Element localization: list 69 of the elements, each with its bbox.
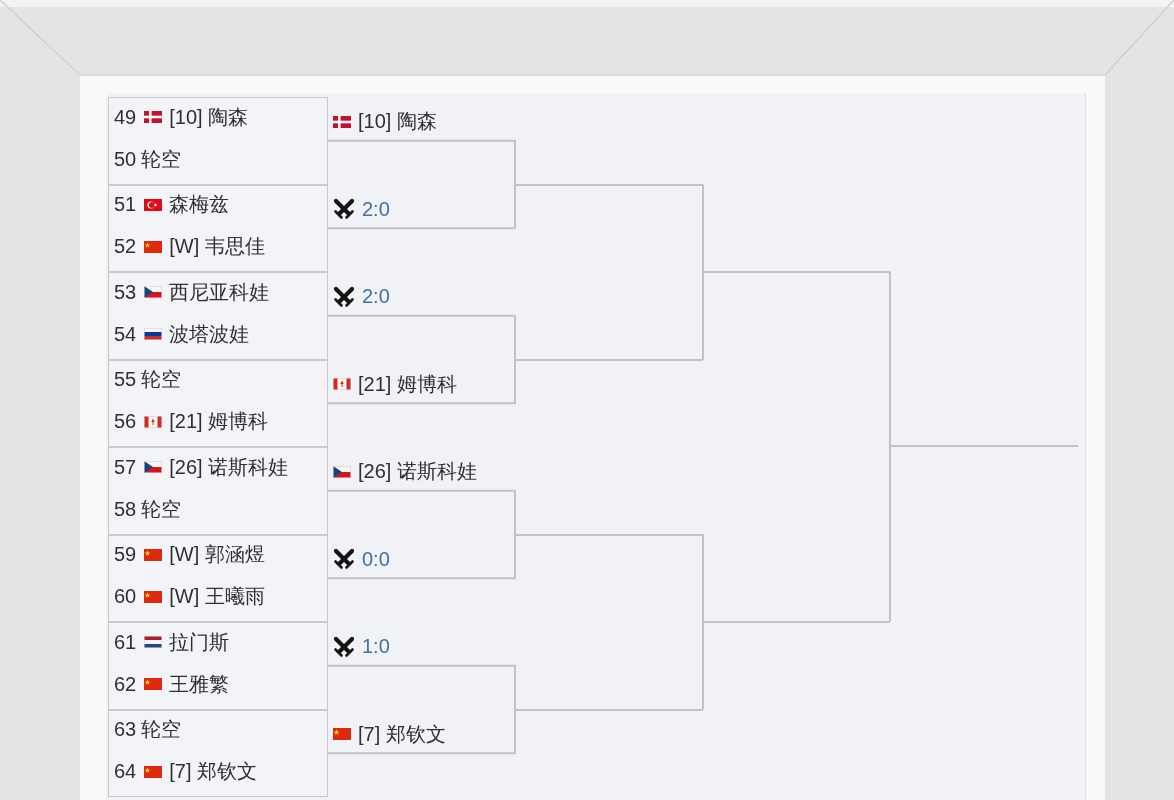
player-name: [26] 诺斯科娃 <box>358 459 477 485</box>
bracket-connector <box>327 183 516 230</box>
match-box <box>108 709 328 797</box>
player-name: [21] 姆博科 <box>358 371 457 397</box>
match-box <box>108 359 328 447</box>
entrant-name: [10] 陶森 <box>169 104 249 130</box>
draw-number: 52 <box>114 235 137 258</box>
bracket-line <box>703 270 890 273</box>
entrant-name: 波塔波娃 <box>169 321 250 347</box>
draw-number: 61 <box>114 630 137 654</box>
draw-number: 57 <box>114 455 137 479</box>
draw-number: 49 <box>114 105 137 129</box>
bracket-line <box>515 183 703 186</box>
entrant-name: 轮空 <box>141 717 182 742</box>
bracket-connector <box>327 358 516 405</box>
bracket-line <box>890 445 1078 447</box>
bracket-connector <box>702 620 704 711</box>
bracket-line <box>515 533 703 536</box>
draw-number: 64 <box>114 760 137 783</box>
bracket-line <box>515 358 703 361</box>
entrant-name: 森梅兹 <box>169 192 230 217</box>
bracket-connector <box>702 533 704 623</box>
entrant-name: 拉门斯 <box>169 629 230 655</box>
player-name: [7] 郑钦文 <box>358 721 446 747</box>
match-box <box>108 622 328 710</box>
draw-number: 53 <box>114 280 137 304</box>
bracket-connector <box>327 139 516 186</box>
draw-number: 59 <box>114 543 137 566</box>
bracket-connector <box>327 489 516 536</box>
draw-number: 62 <box>114 672 137 696</box>
draw-number: 55 <box>114 368 137 391</box>
draw-number: 58 <box>114 497 137 521</box>
bracket-connector <box>889 270 891 447</box>
entrant-name: [W] 王曦雨 <box>169 584 265 609</box>
draw-number: 50 <box>114 147 137 171</box>
draw-number: 63 <box>114 718 137 741</box>
entrant-name: 西尼亚科娃 <box>169 279 270 305</box>
match-box <box>108 534 328 622</box>
match-score: 2:0 <box>362 285 390 309</box>
entrant-name: 轮空 <box>141 146 182 172</box>
match-score: 0:0 <box>362 547 390 571</box>
bracket-line <box>515 708 703 711</box>
bracket-connector <box>327 533 516 580</box>
entrant-name: [7] 郑钦文 <box>169 759 258 784</box>
bracket-connector <box>327 708 516 755</box>
entrant-name: [W] 郭涵煜 <box>169 542 265 567</box>
match-box <box>108 447 328 535</box>
player-name: [10] 陶森 <box>358 109 437 135</box>
entrant-name: 王雅繁 <box>169 671 230 697</box>
entrant-name: 轮空 <box>141 367 182 392</box>
entrant-name: [21] 姆博科 <box>169 409 269 434</box>
bracket-line <box>703 620 890 623</box>
bracket-connector <box>327 664 516 711</box>
draw-number: 56 <box>114 410 137 433</box>
entrant-name: [26] 诺斯科娃 <box>169 454 289 480</box>
entrant-name: 轮空 <box>141 496 182 522</box>
match-box <box>108 184 328 272</box>
match-box <box>108 272 328 360</box>
bracket-connector <box>702 270 704 361</box>
entrant-name: [W] 韦思佳 <box>169 234 265 259</box>
match-score: 1:0 <box>362 635 390 659</box>
draw-number: 60 <box>114 585 137 608</box>
draw-number: 51 <box>114 193 137 216</box>
bracket-connector <box>327 314 516 361</box>
bracket-connector <box>702 183 704 273</box>
bracket-connector <box>889 445 891 623</box>
draw-number: 54 <box>114 322 137 346</box>
match-score: 2:0 <box>362 197 390 221</box>
match-box <box>108 97 328 185</box>
